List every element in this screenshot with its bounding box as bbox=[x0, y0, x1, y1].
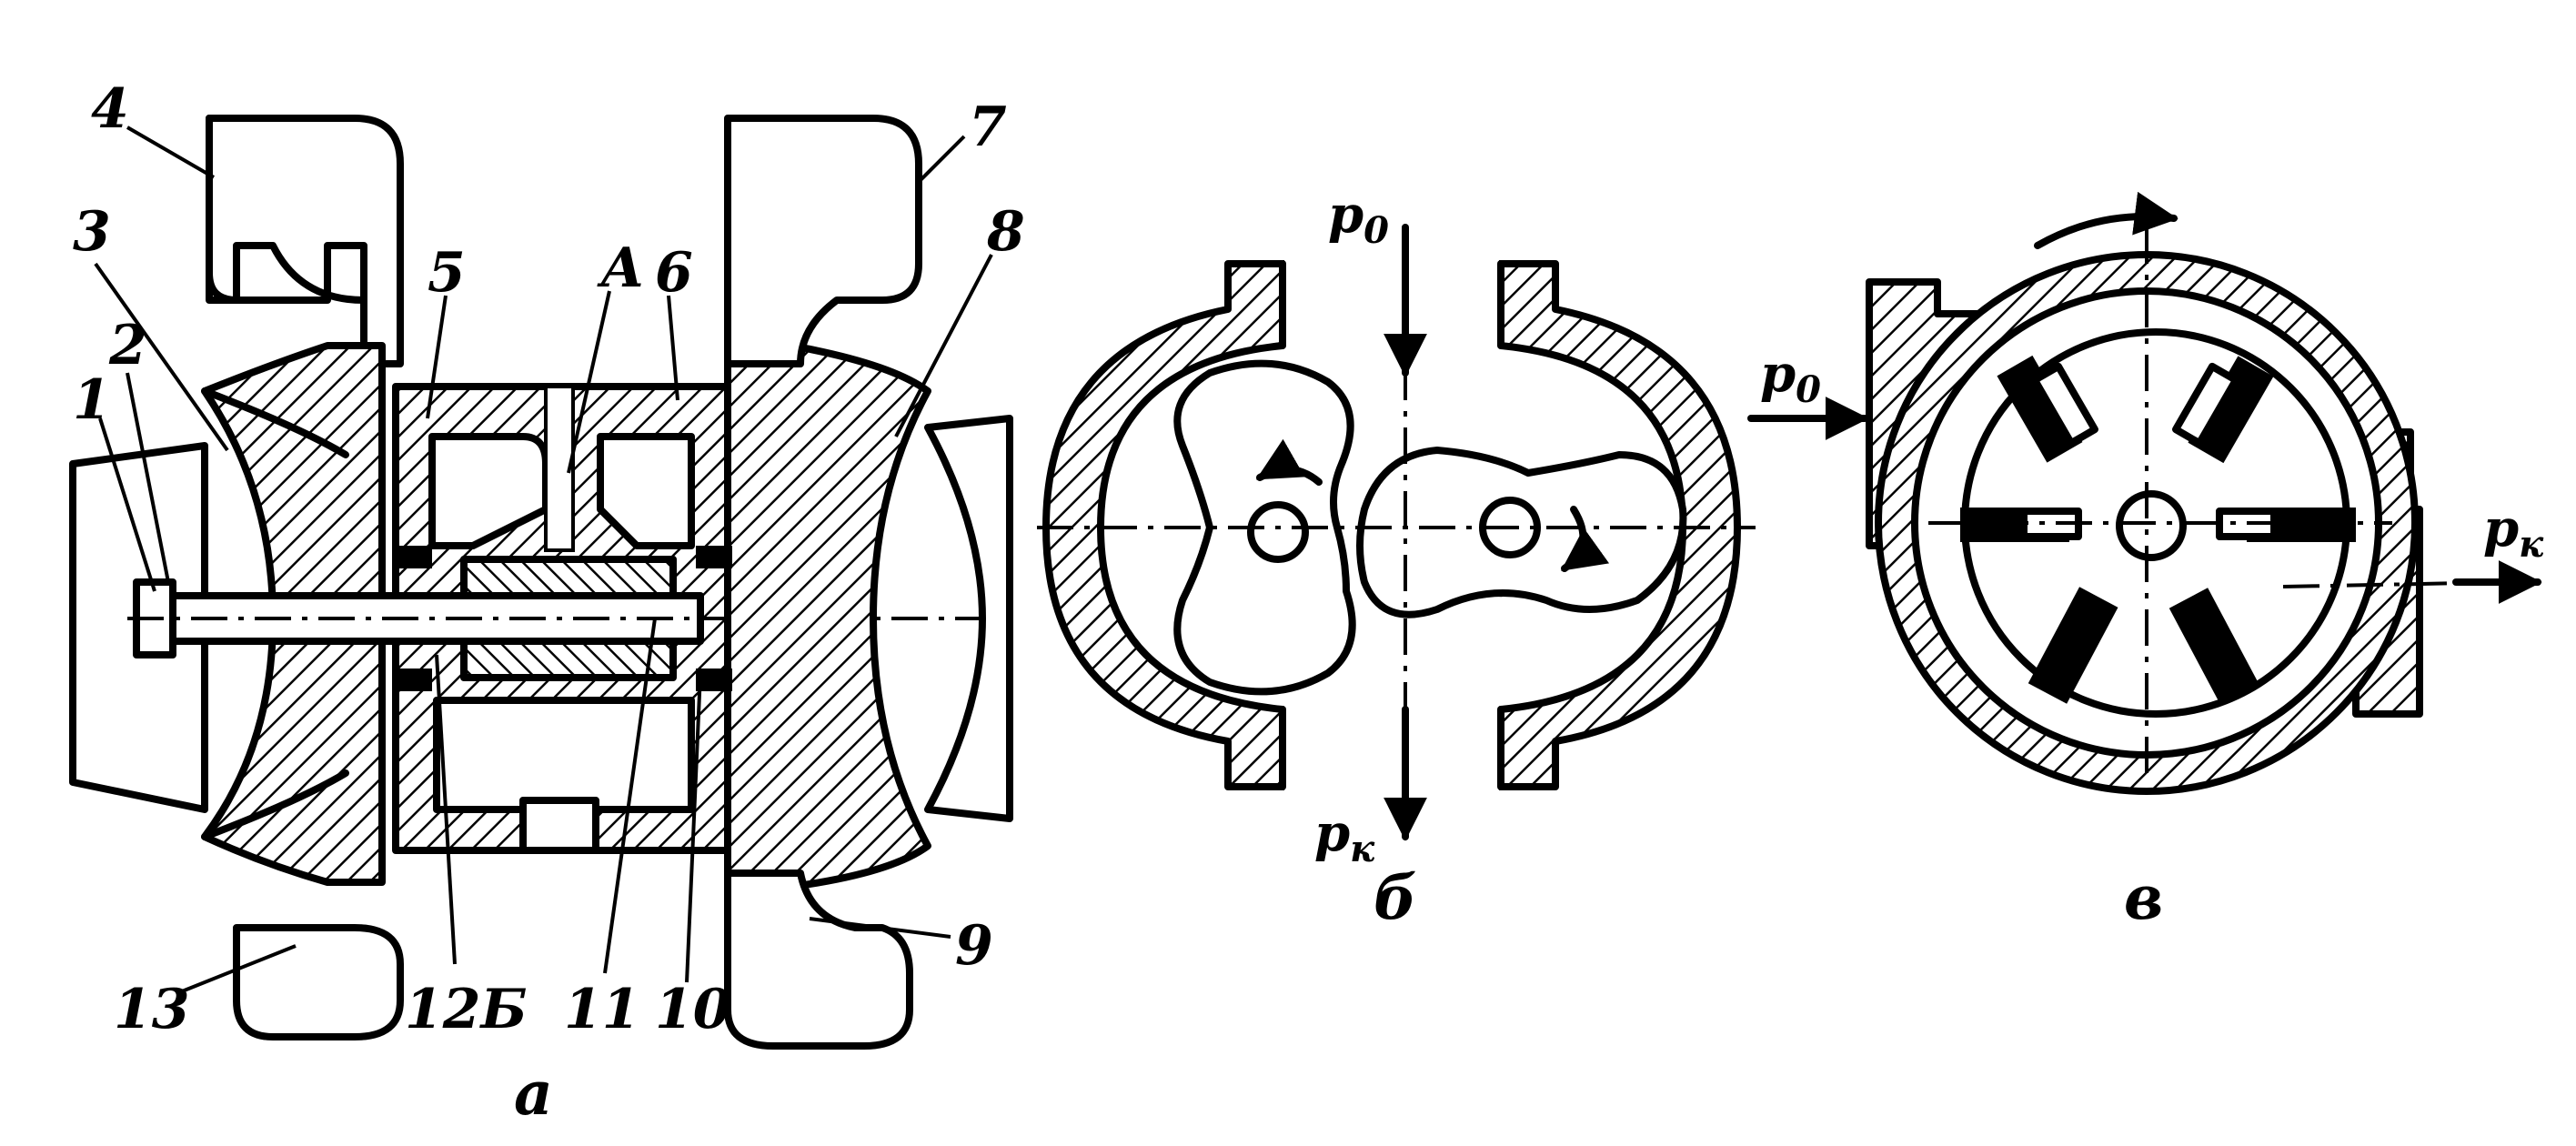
compressor-volute-lower bbox=[233, 924, 404, 1040]
label-1: 1 bbox=[73, 368, 111, 432]
roots-rotation-left-arrow bbox=[1255, 438, 1323, 486]
vane-blade bbox=[1997, 355, 2083, 463]
label-4: 4 bbox=[91, 77, 129, 141]
compressor-volute-upper-outline bbox=[206, 115, 367, 386]
panel-v-vane-blower: p0 pк в bbox=[1747, 191, 2544, 933]
panel-a-turbocharger: 1 2 3 4 5 А 6 7 8 9 10 11 12Б 13 а bbox=[69, 77, 1025, 1129]
compressor-wheel-channel bbox=[201, 387, 349, 840]
label-9: 9 bbox=[955, 914, 993, 978]
oil-cavity-upper-right bbox=[597, 433, 695, 549]
rotor-shaft bbox=[160, 592, 704, 645]
vane-blade bbox=[2031, 362, 2098, 447]
vane-blade bbox=[2172, 362, 2239, 447]
roots-rotor-left-shaft bbox=[1247, 501, 1309, 563]
oil-cavity-upper-left bbox=[428, 433, 549, 549]
label-8: 8 bbox=[986, 200, 1025, 264]
label-5: 5 bbox=[428, 241, 466, 305]
caption-a: а bbox=[514, 1058, 553, 1129]
seal-ring-right bbox=[696, 546, 732, 568]
label-A: А bbox=[597, 236, 645, 300]
compressor-volute-upper bbox=[206, 115, 404, 367]
label-11: 11 bbox=[564, 978, 640, 1041]
label-3: 3 bbox=[73, 200, 111, 264]
vane-blade bbox=[2028, 587, 2118, 704]
turbine-outlet bbox=[924, 415, 1013, 822]
label-10: 10 bbox=[655, 978, 731, 1041]
oil-cavity-lower bbox=[433, 697, 695, 813]
vane-blades bbox=[1960, 355, 2356, 705]
roots-rotation-right-arrow bbox=[1561, 506, 1610, 572]
label-6: 6 bbox=[655, 241, 693, 305]
label-7: 7 bbox=[969, 96, 1007, 159]
label-12b: 12Б bbox=[405, 978, 528, 1041]
turbine-volute-lower bbox=[724, 870, 913, 1050]
caption-v: в bbox=[2124, 862, 2163, 933]
roots-outlet-opening bbox=[1284, 700, 1499, 800]
label-2: 2 bbox=[108, 314, 147, 377]
turbine-volute-upper bbox=[724, 115, 922, 367]
roots-outlet-label: pк bbox=[1314, 803, 1375, 870]
vane-rotation-arrow bbox=[2034, 191, 2179, 249]
panel-b-roots-blower: p0 pк б bbox=[1037, 185, 1756, 933]
vane-outflow-line bbox=[2282, 580, 2511, 588]
vane-blade bbox=[2188, 356, 2274, 464]
oil-drain-port bbox=[519, 797, 599, 854]
turbine-wheel bbox=[724, 342, 931, 890]
caption-b: б bbox=[1374, 862, 1417, 933]
vane-rotor-hub bbox=[2116, 490, 2187, 561]
vane-blade bbox=[2168, 588, 2259, 705]
seal-ring-left-lower bbox=[396, 668, 432, 691]
seal-ring-left bbox=[396, 546, 432, 568]
label-13: 13 bbox=[114, 978, 190, 1041]
vane-inlet-label: p0 bbox=[1760, 344, 1821, 411]
roots-inlet-opening bbox=[1284, 255, 1499, 355]
roots-inlet-label: p0 bbox=[1328, 185, 1389, 252]
vane-outlet-label: pк bbox=[2483, 498, 2544, 566]
panel-a-leaders bbox=[94, 126, 993, 993]
